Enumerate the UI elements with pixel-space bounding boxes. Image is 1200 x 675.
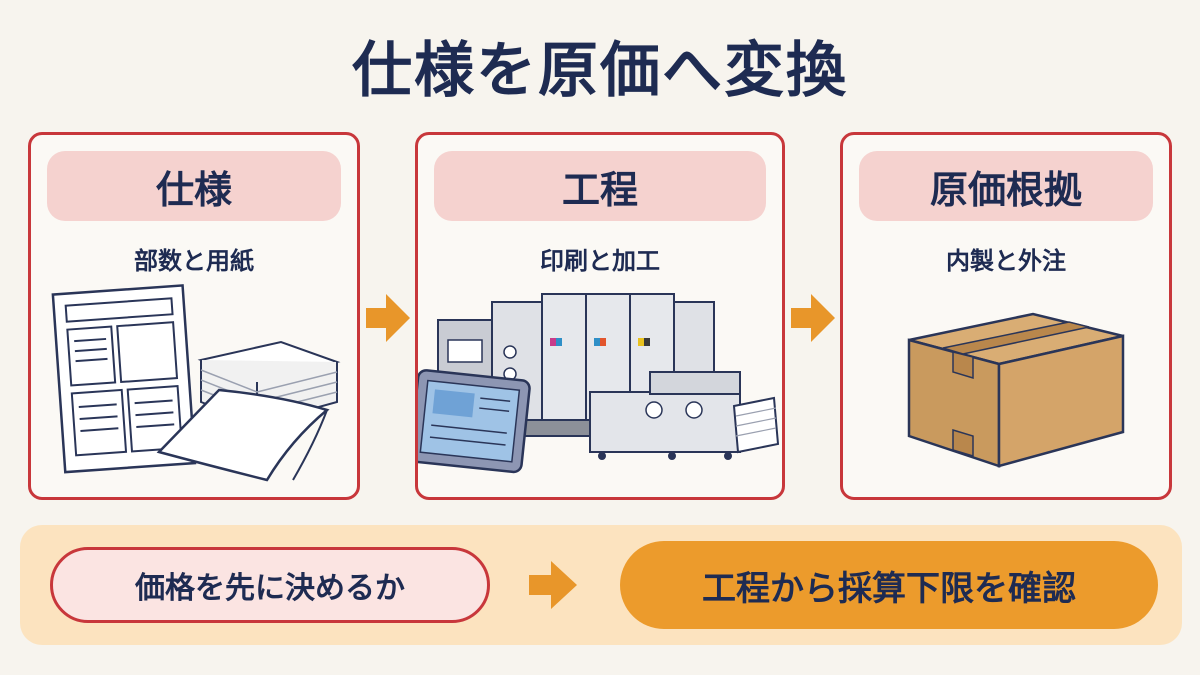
price-first-option: 価格を先に決めるか (50, 547, 490, 623)
step-panel-cost-basis: 原価根拠 内製と外注 (840, 132, 1172, 500)
arrow-right-icon (366, 294, 410, 342)
step-sub-cost-basis: 内製と外注 (946, 247, 1066, 275)
step-label-process: 工程 (434, 151, 766, 221)
arrow-right-icon (791, 294, 835, 342)
step-sub-process: 印刷と加工 (540, 247, 660, 275)
step-label-cost-basis: 原価根拠 (859, 151, 1153, 221)
page-title: 仕様を原価へ変換 (352, 36, 848, 106)
step-sub-spec: 部数と用紙 (134, 247, 254, 275)
step-panel-spec: 仕様 部数と用紙 (28, 132, 360, 500)
bottom-comparison: 価格を先に決めるか 工程から採算下限を確認 (20, 525, 1182, 645)
step-panel-process: 工程 印刷と加工 (415, 132, 785, 500)
process-floor-option: 工程から採算下限を確認 (620, 541, 1158, 629)
cardboard-box-icon (907, 312, 1125, 468)
printing-press-icon (418, 293, 780, 474)
arrow-right-icon (529, 561, 577, 609)
step-label-spec: 仕様 (47, 151, 341, 221)
paper-documents-icon (51, 284, 341, 482)
